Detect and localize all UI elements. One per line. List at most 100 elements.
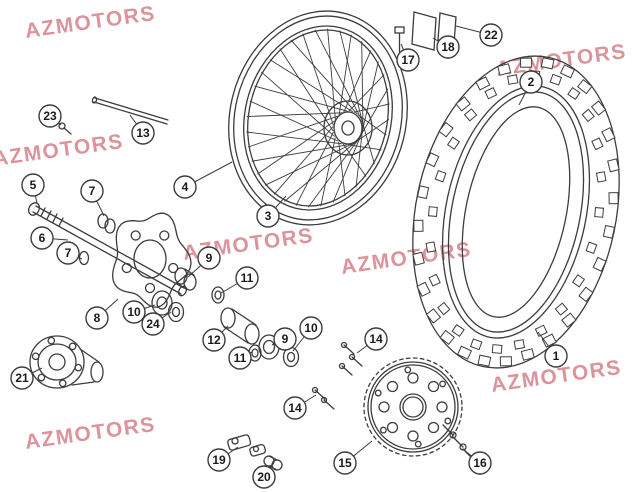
chain-adjuster <box>227 434 267 457</box>
callout-number: 14 <box>288 401 302 415</box>
callout-circle <box>519 70 543 94</box>
callout-number: 10 <box>127 305 141 319</box>
brand-watermark: AZMOTORS <box>23 413 157 454</box>
callout-circle <box>436 35 460 59</box>
callout-circle <box>252 465 276 489</box>
sprocket-bolts-upper <box>338 341 363 376</box>
brand-watermark: AZMOTORS <box>339 238 473 279</box>
callout-number: 24 <box>146 317 160 331</box>
callout-2: 2 <box>519 70 543 94</box>
callout-circle <box>30 226 54 250</box>
callout-number: 23 <box>43 109 57 123</box>
callout-circle <box>468 451 492 475</box>
callout-number: 17 <box>401 53 415 67</box>
callout-number: 11 <box>241 271 254 285</box>
callout-4: 4 <box>173 175 197 199</box>
callout-circle <box>122 300 146 324</box>
wheel-spokes <box>246 28 390 208</box>
callout-circle <box>207 448 231 472</box>
callout-1: 1 <box>544 344 568 368</box>
callout-number: 1 <box>553 349 560 363</box>
bracket-bolt <box>394 26 405 53</box>
callout-circle <box>235 266 259 290</box>
callout-11: 11 <box>228 346 252 370</box>
callout-22: 22 <box>479 23 503 47</box>
callout-18: 18 <box>436 35 460 59</box>
callout-number: 6 <box>39 231 46 245</box>
callout-5: 5 <box>21 173 45 197</box>
spacer-rod <box>91 96 169 125</box>
brake-disc <box>111 212 192 308</box>
callout-21: 21 <box>10 366 34 390</box>
callout-number: 9 <box>282 332 289 346</box>
callout-circle <box>131 121 155 145</box>
callout-number: 12 <box>207 333 221 347</box>
callout-circle <box>173 175 197 199</box>
callout-circle <box>80 179 104 203</box>
callout-circle <box>256 204 280 228</box>
callout-19: 19 <box>207 448 231 472</box>
callout-number: 4 <box>182 180 189 194</box>
callout-circle <box>479 23 503 47</box>
sprocket-bolts-lower <box>311 386 335 410</box>
callout-11: 11 <box>235 266 259 290</box>
callout-number: 11 <box>234 351 247 365</box>
callout-14: 14 <box>283 396 307 420</box>
callout-number: 18 <box>441 40 455 54</box>
callout-13: 13 <box>131 121 155 145</box>
spoked-wheel <box>228 10 408 226</box>
callout-8: 8 <box>85 306 109 330</box>
callout-number: 19 <box>212 453 226 467</box>
hub-flange <box>29 335 104 389</box>
callout-17: 17 <box>396 48 420 72</box>
brand-watermark: AZMOTORS <box>0 130 125 171</box>
callout-10: 10 <box>299 316 323 340</box>
tire <box>412 55 620 369</box>
small-screw <box>58 122 72 135</box>
callout-circle <box>56 241 80 265</box>
callout-15: 15 <box>333 451 357 475</box>
callout-circle <box>283 396 307 420</box>
callout-circle <box>364 327 388 351</box>
callout-circle <box>544 344 568 368</box>
callout-14: 14 <box>364 327 388 351</box>
callout-number: 21 <box>15 371 29 385</box>
callout-24: 24 <box>141 312 165 336</box>
callout-number: 3 <box>265 209 272 223</box>
callout-number: 2 <box>528 75 535 89</box>
callout-circle <box>333 451 357 475</box>
callout-7: 7 <box>80 179 104 203</box>
callout-circle <box>38 104 62 128</box>
callout-16: 16 <box>468 451 492 475</box>
callout-number: 13 <box>136 126 150 140</box>
callout-9: 9 <box>273 327 297 351</box>
callout-circle <box>197 246 221 270</box>
callout-circle <box>141 312 165 336</box>
rear-sprocket <box>363 357 463 457</box>
callout-circle <box>299 316 323 340</box>
callout-circle <box>273 327 297 351</box>
callout-number: 8 <box>94 311 101 325</box>
callout-number: 20 <box>257 470 271 484</box>
callout-7: 7 <box>56 241 80 265</box>
callout-number: 16 <box>473 456 487 470</box>
callout-12: 12 <box>202 328 226 352</box>
callout-number: 10 <box>304 321 318 335</box>
callout-10: 10 <box>122 300 146 324</box>
tire-tread-knobs <box>412 57 620 367</box>
callout-circle <box>202 328 226 352</box>
line-art-layer <box>27 10 620 471</box>
callout-number: 14 <box>369 332 383 346</box>
callout-number: 15 <box>338 456 352 470</box>
callout-number: 7 <box>65 246 72 260</box>
callout-number: 7 <box>89 184 96 198</box>
wheel-hub <box>323 100 373 156</box>
callout-6: 6 <box>30 226 54 250</box>
callout-circle <box>10 366 34 390</box>
callout-20: 20 <box>252 465 276 489</box>
callout-number: 9 <box>206 251 213 265</box>
